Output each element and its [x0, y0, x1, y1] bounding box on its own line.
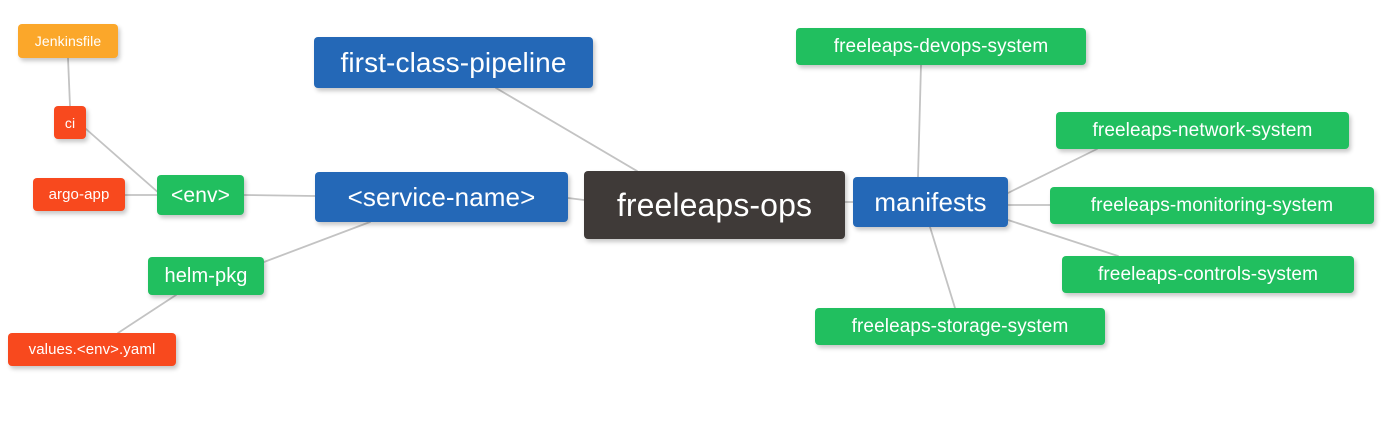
- node-label: freeleaps-devops-system: [833, 36, 1049, 57]
- node-label: ci: [64, 114, 76, 131]
- node-label: <env>: [171, 183, 230, 207]
- node-label: Jenkinsfile: [34, 33, 102, 49]
- node-label: freeleaps-monitoring-system: [1090, 195, 1334, 216]
- node-manifests[interactable]: manifests: [853, 177, 1008, 227]
- node-freeleaps-storage-system[interactable]: freeleaps-storage-system: [815, 308, 1105, 345]
- node-label: freeleaps-storage-system: [851, 316, 1069, 337]
- node-freeleaps-ops[interactable]: freeleaps-ops: [584, 171, 845, 239]
- node-argo-app[interactable]: argo-app: [33, 178, 125, 211]
- node-service-name[interactable]: <service-name>: [315, 172, 568, 222]
- node-label: freeleaps-network-system: [1092, 120, 1313, 141]
- edge-e-servicename-ops: [567, 197, 585, 201]
- node-jenkinsfile[interactable]: Jenkinsfile: [18, 24, 118, 58]
- edge-e-manifests-devops: [917, 64, 922, 178]
- node-label: values.<env>.yaml: [28, 341, 156, 358]
- node-label: manifests: [874, 187, 987, 217]
- edge-e-values-helmpkg: [117, 294, 177, 334]
- edge-e-pipeline-ops: [495, 87, 638, 172]
- node-ci[interactable]: ci: [54, 106, 86, 139]
- node-label: <service-name>: [347, 182, 536, 212]
- node-freeleaps-network-system[interactable]: freeleaps-network-system: [1056, 112, 1349, 149]
- node-values-env-yaml[interactable]: values.<env>.yaml: [8, 333, 176, 366]
- node-freeleaps-devops-system[interactable]: freeleaps-devops-system: [796, 28, 1086, 65]
- node-env[interactable]: <env>: [157, 175, 244, 215]
- edge-e-env-servicename: [243, 194, 316, 197]
- edge-e-manifests-storage: [929, 226, 956, 309]
- node-label: first-class-pipeline: [340, 46, 567, 78]
- node-first-class-pipeline[interactable]: first-class-pipeline: [314, 37, 593, 88]
- node-label: freeleaps-ops: [616, 187, 813, 223]
- edge-e-manifests-controls: [1007, 219, 1119, 257]
- node-label: helm-pkg: [164, 265, 248, 287]
- node-helm-pkg[interactable]: helm-pkg: [148, 257, 264, 295]
- edge-e-helmpkg-servicename: [263, 221, 371, 263]
- edge-e-jenkinsfile-ci: [67, 57, 71, 107]
- node-freeleaps-controls-system[interactable]: freeleaps-controls-system: [1062, 256, 1354, 293]
- node-label: freeleaps-controls-system: [1097, 264, 1319, 285]
- node-label: argo-app: [48, 186, 110, 203]
- node-freeleaps-monitoring-system[interactable]: freeleaps-monitoring-system: [1050, 187, 1374, 224]
